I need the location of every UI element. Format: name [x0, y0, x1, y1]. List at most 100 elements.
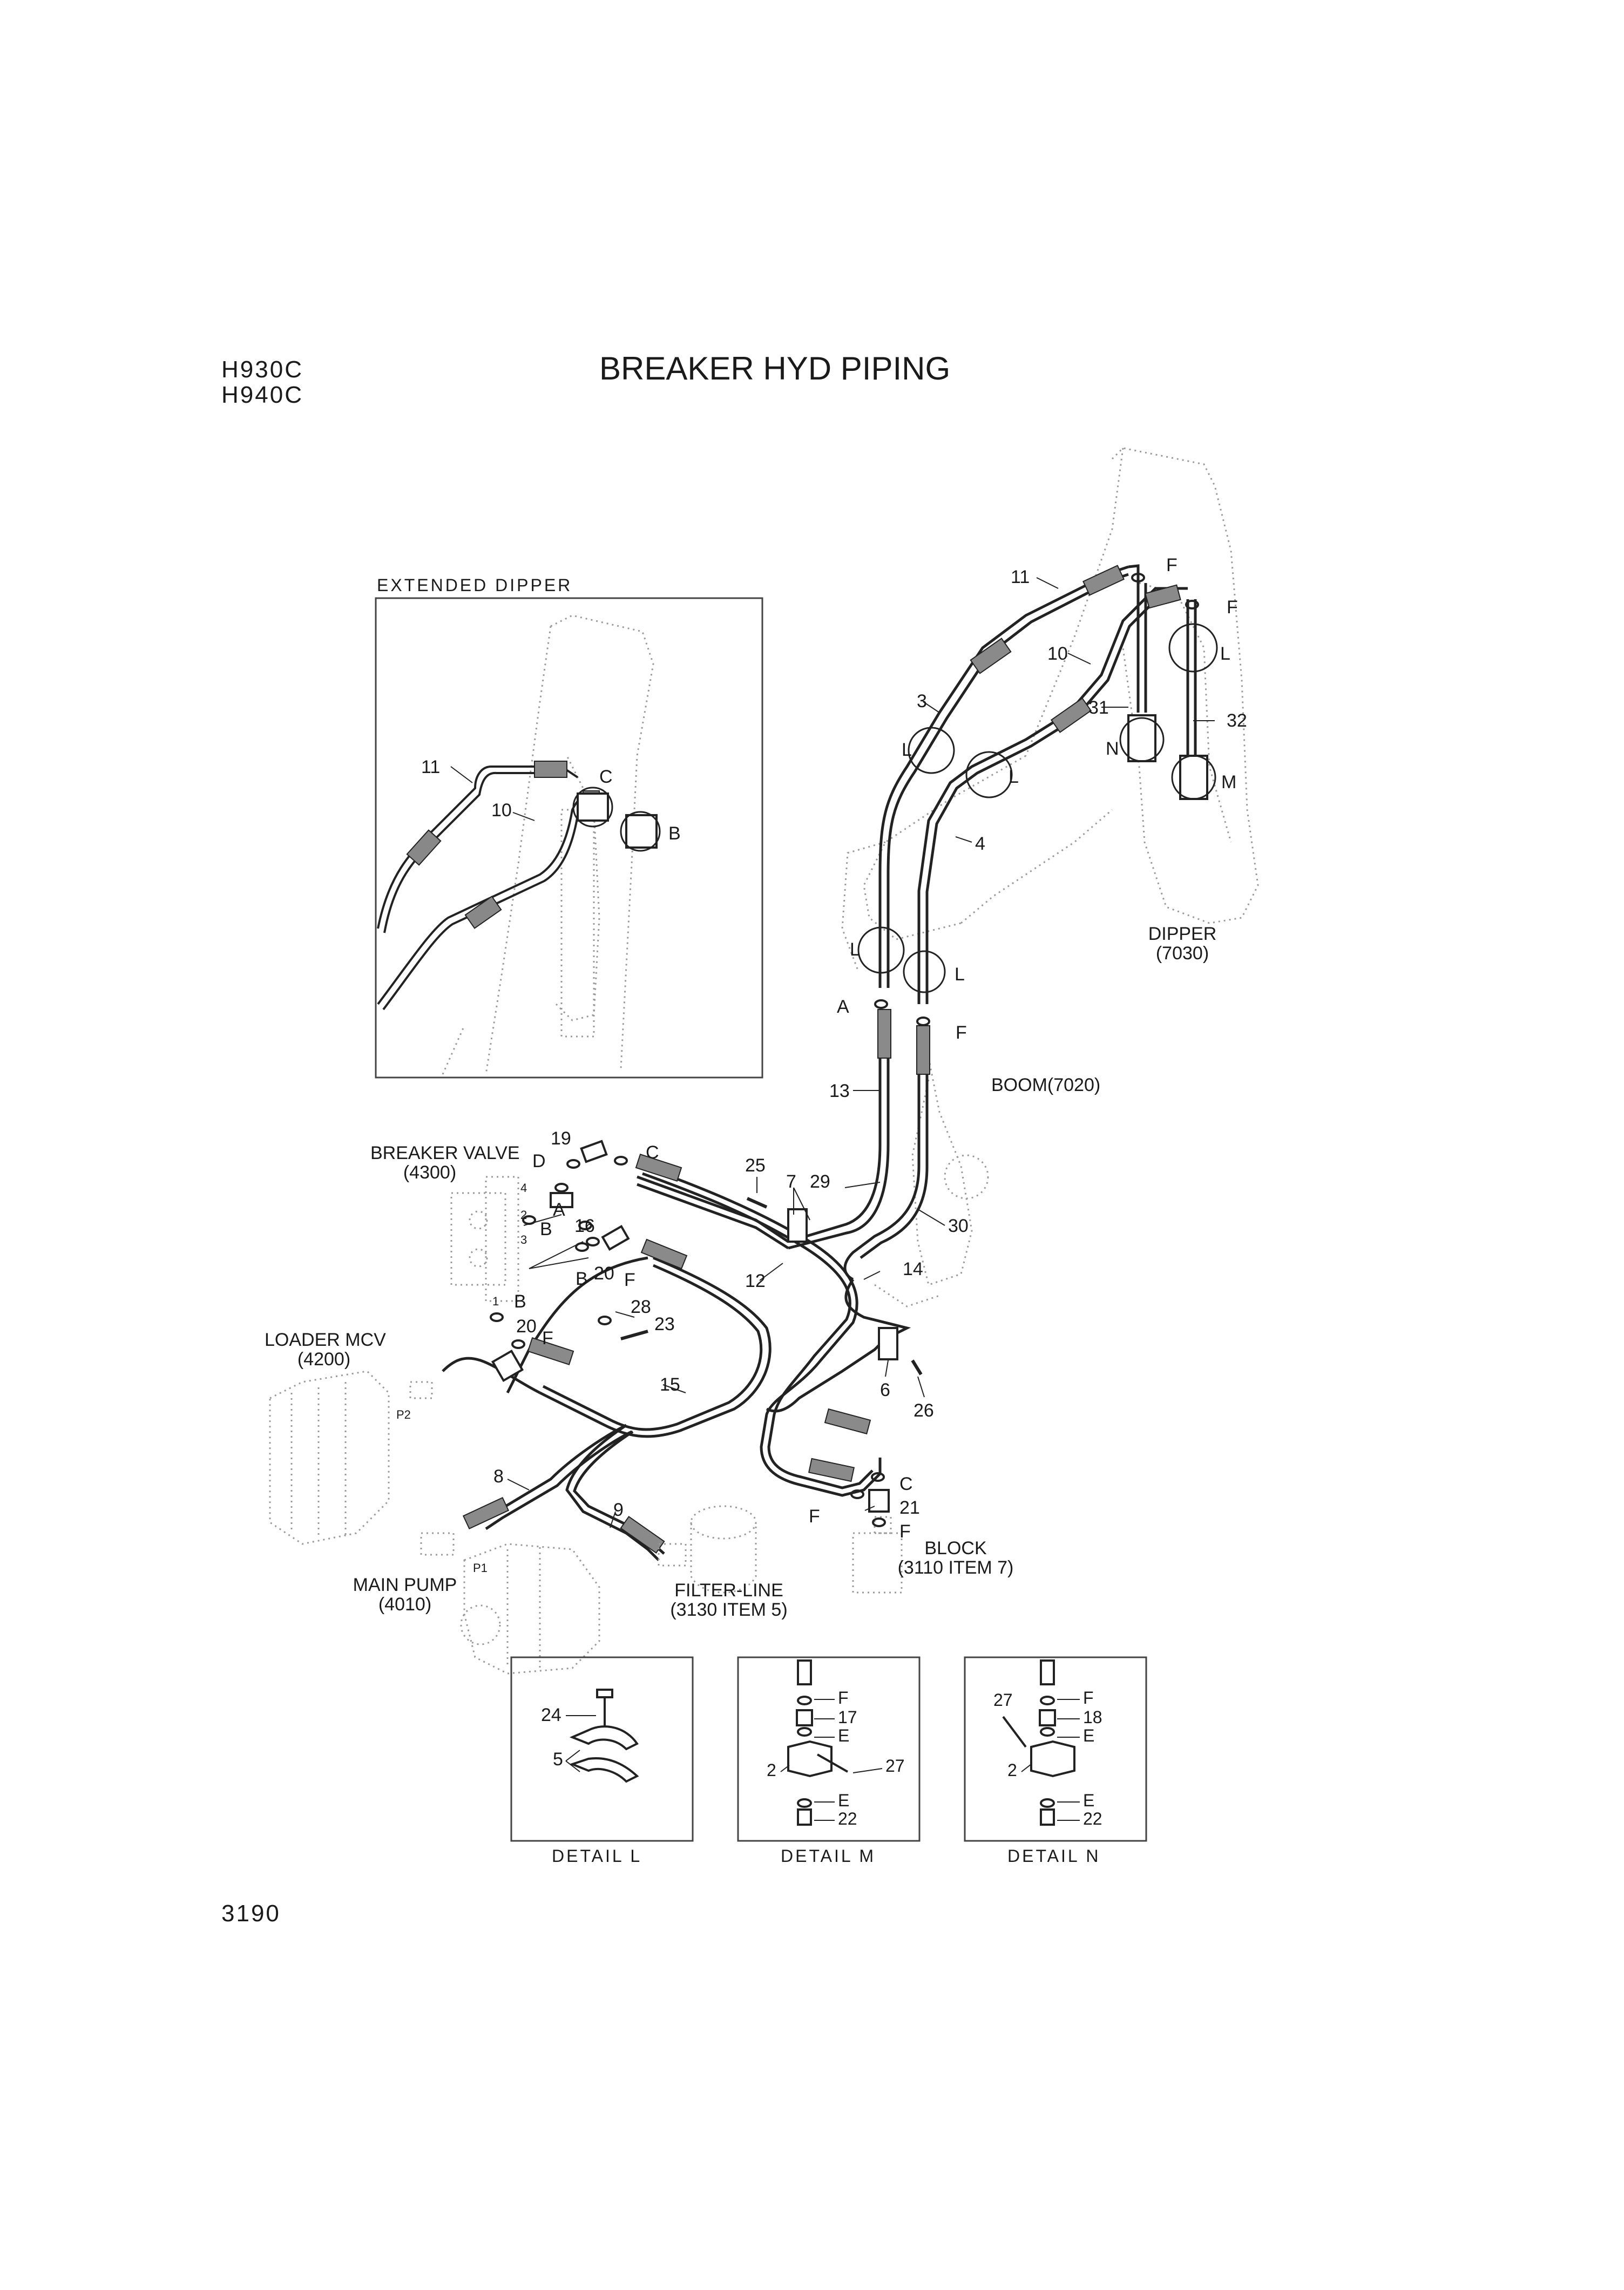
dipper-name: DIPPER: [1148, 924, 1217, 944]
breaker-valve-body: [450, 1176, 519, 1302]
detail-n-callout-18: 18: [1083, 1708, 1102, 1727]
callout-port-3: 3: [520, 1233, 527, 1246]
callout-L-1: L: [1220, 643, 1230, 664]
callout-port-1: 1: [492, 1295, 499, 1308]
callout-L-4: L: [850, 939, 860, 960]
callout-M: M: [1221, 772, 1236, 792]
callout-D: D: [532, 1151, 546, 1171]
callout-F-4: F: [624, 1270, 635, 1290]
detail-m-callout-22: 22: [838, 1809, 857, 1828]
detail-n-title: DETAIL N: [1007, 1846, 1100, 1866]
loader-mcv-label: LOADER MCV (4200): [265, 1330, 386, 1370]
callout-F-2: F: [1227, 597, 1238, 618]
callout-26: 26: [914, 1400, 934, 1421]
callout-23: 23: [654, 1314, 675, 1334]
callout-L-5: L: [955, 964, 965, 985]
detail-n-callout-2: 2: [1007, 1760, 1017, 1780]
callout-19: 19: [551, 1128, 571, 1149]
callout-32: 32: [1227, 710, 1247, 731]
callout-L-3: L: [1009, 767, 1019, 787]
callout-F-5: F: [542, 1328, 553, 1349]
page-title: BREAKER HYD PIPING: [599, 350, 951, 387]
detail-m-callout-17: 17: [838, 1708, 857, 1727]
breaker-valve-ref: (4300): [403, 1162, 457, 1183]
callout-21: 21: [899, 1498, 920, 1518]
inset-callout-C: C: [599, 767, 613, 787]
filter-line-label: FILTER-LINE (3130 ITEM 5): [664, 1581, 794, 1620]
detail-l-title: DETAIL L: [552, 1846, 642, 1866]
callout-P2: P2: [396, 1408, 411, 1421]
detail-n-callout-27: 27: [993, 1690, 1013, 1710]
callout-L-2: L: [902, 740, 912, 760]
filter-line-name: FILTER-LINE: [674, 1580, 783, 1601]
callout-C-1: C: [646, 1142, 659, 1163]
inset-callout-11: 11: [421, 757, 440, 777]
callout-F-6: F: [809, 1506, 820, 1527]
detail-l-markers: [857, 623, 1218, 993]
model-code-1: H930C: [221, 356, 303, 383]
filter-line-body: [658, 1505, 757, 1594]
main-pump-ref: (4010): [378, 1594, 432, 1615]
main-pump-name: MAIN PUMP: [353, 1575, 457, 1595]
detail-l-callout-5: 5: [553, 1749, 563, 1770]
detail-m-title: DETAIL M: [781, 1846, 876, 1866]
callout-14: 14: [903, 1259, 923, 1279]
detail-m-callout-E-1: E: [838, 1726, 849, 1745]
callout-7: 7: [786, 1171, 796, 1192]
callout-B-2: B: [576, 1269, 588, 1289]
inset-callout-B: B: [668, 823, 681, 844]
callout-9: 9: [613, 1500, 624, 1520]
detail-n-box: 27 F 18 E 2 E 22 DETAIL N: [964, 1656, 1147, 1866]
callout-3: 3: [917, 691, 927, 712]
boom-dipper-outline: [841, 447, 1259, 1307]
hose-fittings: [462, 565, 1181, 1554]
main-pump-body: [420, 1532, 600, 1675]
model-code-2: H940C: [221, 382, 303, 408]
filter-line-ref: (3130 ITEM 5): [670, 1600, 788, 1620]
loader-mcv-name: LOADER MCV: [265, 1330, 386, 1350]
detail-l-box: 24 5 DETAIL L: [510, 1656, 694, 1866]
callout-11: 11: [1011, 567, 1030, 587]
callout-port-4: 4: [520, 1181, 527, 1195]
block-label: BLOCK (3110 ITEM 7): [891, 1539, 1020, 1577]
callout-15: 15: [660, 1374, 680, 1395]
main-callouts: 11 F F 10 L 31 32 3 L L N M 4 L L A F 13…: [396, 555, 1247, 1575]
detail-m-callout-F: F: [838, 1688, 849, 1708]
callout-20-a: 20: [594, 1263, 614, 1284]
callout-28: 28: [631, 1297, 651, 1317]
main-pump-label: MAIN PUMP (4010): [351, 1575, 459, 1614]
breaker-valve-label: BREAKER VALVE (4300): [370, 1143, 520, 1183]
leader-lines: [507, 577, 1215, 1528]
detail-n-callout-E-2: E: [1083, 1791, 1094, 1810]
callout-8: 8: [493, 1466, 504, 1487]
callout-16: 16: [574, 1216, 595, 1236]
page-number: 3190: [221, 1900, 281, 1927]
callout-10: 10: [1047, 643, 1068, 664]
detail-n-callout-E-1: E: [1083, 1726, 1094, 1745]
callout-4: 4: [975, 834, 985, 854]
boom-label: BOOM(7020): [991, 1075, 1101, 1095]
callout-C-2: C: [899, 1474, 913, 1494]
callout-29: 29: [810, 1171, 830, 1192]
callout-30: 30: [948, 1216, 969, 1236]
detail-n-callout-22: 22: [1083, 1809, 1102, 1828]
callout-P1: P1: [473, 1561, 488, 1575]
detail-m-callout-27: 27: [885, 1756, 905, 1776]
callout-B-3: B: [514, 1291, 526, 1312]
callout-port-2: 2: [520, 1208, 527, 1222]
callout-B-1: B: [540, 1219, 552, 1239]
breaker-valve-name: BREAKER VALVE: [370, 1143, 520, 1163]
callout-20-b: 20: [516, 1316, 537, 1337]
callout-A-2: A: [553, 1200, 565, 1220]
callout-F-3: F: [956, 1022, 967, 1043]
callout-F-7: F: [899, 1521, 911, 1542]
valves-and-fittings: [491, 714, 1216, 1513]
extended-dipper-inset: EXTENDED DIPPER: [375, 575, 763, 1079]
callout-F-1: F: [1166, 555, 1178, 575]
block-ref: (3110 ITEM 7): [897, 1557, 1014, 1578]
loader-mcv-ref: (4200): [297, 1349, 351, 1370]
detail-m-callout-2: 2: [767, 1760, 776, 1780]
callout-N: N: [1106, 739, 1119, 759]
